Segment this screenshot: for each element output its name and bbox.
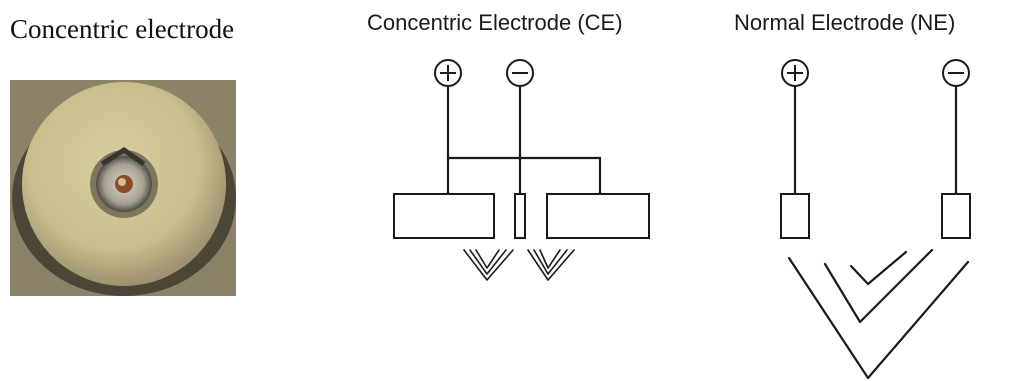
plus-circle-icon <box>434 59 462 87</box>
concentric-electrode-diagram: Concentric Electrode (CE) <box>367 10 650 281</box>
plus-circle-icon <box>781 59 809 87</box>
ne-current-paths <box>787 248 970 380</box>
ce-outer-ring-right <box>546 193 650 239</box>
ne-positive-pad <box>780 193 810 239</box>
concentric-diagram-title: Concentric Electrode (CE) <box>367 10 623 35</box>
minus-circle-icon <box>506 59 534 87</box>
ne-negative-pad <box>941 193 971 239</box>
ce-outer-ring-left <box>393 193 495 239</box>
ce-center-pin <box>514 193 526 239</box>
ce-current-paths <box>463 249 575 281</box>
normal-electrode-diagram: Normal Electrode (NE) <box>734 10 971 380</box>
minus-circle-icon <box>942 59 970 87</box>
normal-diagram-title: Normal Electrode (NE) <box>734 10 955 35</box>
electrode-photo-illustration <box>10 80 236 296</box>
concentric-electrode-photo <box>10 80 236 296</box>
photo-title: Concentric electrode <box>10 14 235 44</box>
